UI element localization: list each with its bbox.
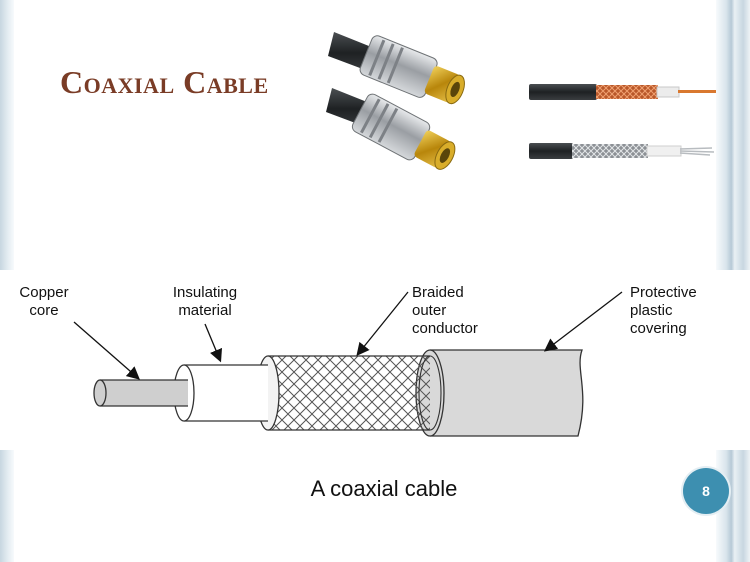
diagram-caption: A coaxial cable [214, 476, 554, 502]
tv-connector-lower [326, 88, 462, 178]
stripped-cable-silver [529, 143, 714, 159]
page-number-badge: 8 [683, 468, 729, 514]
copper-core-shape [94, 380, 188, 406]
label-braided-outer-conductor: Braided outer conductor [412, 284, 492, 338]
insulation-shape [174, 365, 268, 421]
arrow-protective-covering [546, 292, 622, 350]
arrow-braided-conductor [358, 292, 408, 354]
label-copper-core: Copper core [14, 284, 74, 320]
label-insulating-material: Insulating material [163, 284, 247, 320]
braided-conductor-shape [257, 356, 441, 430]
label-protective-plastic-covering: Protective plastic covering [630, 284, 720, 338]
arrow-insulating-material [205, 324, 220, 360]
coax-photo-panel [324, 22, 719, 212]
coax-layer-diagram: Copper core Insulating material Braided … [0, 270, 750, 450]
stripped-cable-copper [529, 84, 716, 100]
arrow-copper-core [74, 322, 138, 378]
slide-title: Coaxial Cable [60, 64, 269, 101]
